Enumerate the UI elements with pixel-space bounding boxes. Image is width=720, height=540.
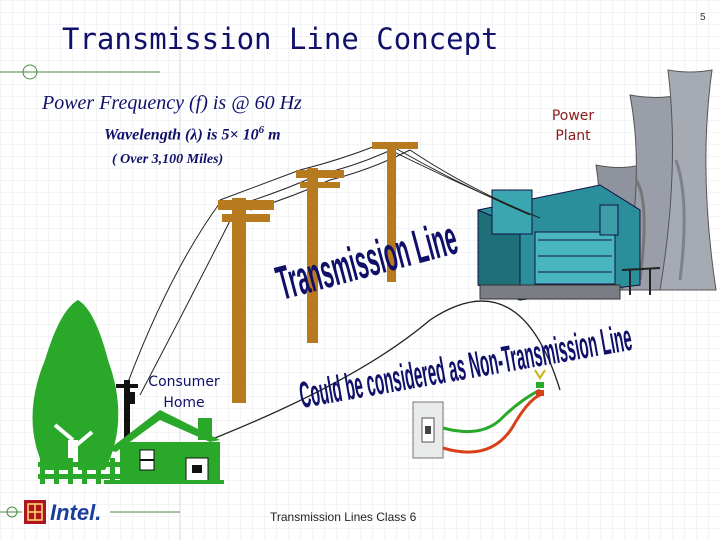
slide-number: 5 [700, 12, 706, 23]
logo-emblem [0, 500, 180, 524]
consumer-home-label: Consumer Home [142, 372, 226, 414]
non-transmission-label: Could be considered as Non-Transmission … [296, 317, 635, 417]
consumer-house [104, 410, 224, 484]
wavelength-exponent: 6 [258, 124, 265, 136]
page-title: Transmission Line Concept [62, 22, 499, 56]
power-plant-line2: Plant [555, 128, 591, 144]
power-plant-label: Power Plant [548, 106, 598, 146]
boundary-curve [209, 300, 561, 441]
wall-switch [412, 401, 444, 459]
wavelength-unit: m [264, 126, 281, 144]
red-wire [442, 393, 541, 454]
intel-logo: Intel. [50, 500, 102, 525]
transmission-line-label: Transmission Line [271, 210, 463, 310]
service-pole [116, 380, 138, 442]
power-frequency-text: Power Frequency (f) is @ 60 Hz [42, 92, 302, 114]
outlet-connector [534, 369, 546, 396]
tree [32, 300, 119, 480]
consumer-line1: Consumer [148, 374, 220, 390]
fence [38, 458, 122, 484]
footer-text: Transmission Lines Class 6 [270, 510, 417, 524]
consumer-line2: Home [163, 395, 205, 411]
lambda-symbol: λ [190, 126, 198, 144]
distance-note: ( Over 3,100 Miles) [112, 152, 224, 167]
green-wire [442, 388, 541, 434]
power-plant-building [477, 184, 661, 301]
wavelength-middle: ) is 5× 10 [197, 126, 259, 144]
power-plant-line1: Power [551, 108, 595, 124]
utility-poles [218, 142, 418, 403]
wavelength-prefix: Wavelength ( [104, 126, 191, 144]
wavelength-text: Wavelength (λ) is 5× 106 m [104, 124, 281, 144]
